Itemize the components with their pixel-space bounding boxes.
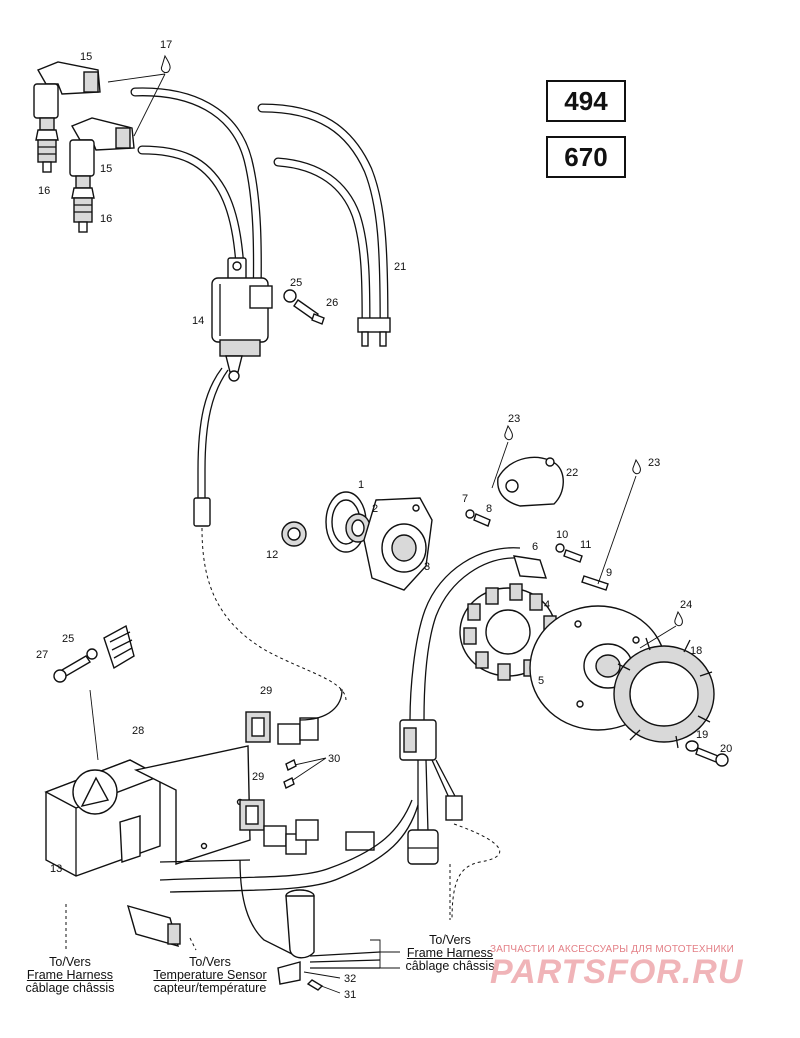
note-line: capteur/température (153, 981, 267, 995)
ring-gear (613, 637, 715, 749)
threadlocker-drop-icon (504, 424, 513, 441)
callout-25: 25 (62, 633, 74, 645)
callout-8: 8 (486, 503, 492, 515)
callout-5: 5 (538, 675, 544, 687)
model-number: 670 (564, 142, 608, 172)
callout-24: 24 (680, 599, 692, 611)
note-temperature-sensor: To/Vers Temperature Sensor capteur/tempé… (140, 956, 280, 995)
grease-drop-icon (161, 54, 171, 73)
callout-15: 15 (80, 51, 92, 63)
model-number-box-494: 494 (546, 80, 626, 122)
callout-7: 7 (462, 493, 468, 505)
spark-plug-cap-upper (33, 61, 101, 119)
screw-27 (53, 648, 98, 683)
harness-sleeve (277, 889, 381, 985)
callout-28: 28 (132, 725, 144, 737)
callout-29: 29 (252, 771, 264, 783)
note-line: câblage châssis (405, 959, 495, 973)
note-line: To/Vers (189, 955, 231, 969)
note-line: Frame Harness (26, 968, 114, 982)
harness-connector (345, 831, 375, 851)
screw-9 (581, 575, 609, 591)
spark-plug-cap-lower (69, 117, 135, 177)
callout-16: 16 (38, 185, 50, 197)
callout-9: 9 (606, 567, 612, 579)
note-line: To/Vers (429, 933, 471, 947)
screw-20 (695, 747, 729, 767)
watermark: ЗАПЧАСТИ И АКСЕССУАРЫ ДЛЯ МОТОТЕХНИКИ PA… (490, 944, 790, 992)
callout-16: 16 (100, 213, 112, 225)
callout-23: 23 (508, 413, 520, 425)
note-line: câblage châssis (25, 981, 115, 995)
temperature-sensor-connector (126, 904, 181, 948)
spark-plug-lower (71, 175, 95, 233)
callout-15: 15 (100, 163, 112, 175)
callout-29: 29 (260, 685, 272, 697)
note-frame-harness-left: To/Vers Frame Harness câblage châssis (20, 956, 120, 995)
callout-11: 11 (580, 539, 591, 551)
callout-6: 6 (532, 541, 538, 553)
stator-harness (399, 547, 521, 865)
model-number-box-670: 670 (546, 136, 626, 178)
screw-8 (473, 513, 491, 527)
callout-14: 14 (192, 315, 204, 327)
note-line: Temperature Sensor (153, 968, 267, 982)
coil-connector (193, 497, 211, 527)
callout-27: 27 (36, 649, 48, 661)
screw-11 (563, 549, 583, 563)
callout-10: 10 (556, 529, 568, 541)
callout-17: 17 (160, 39, 172, 51)
callout-31: 31 (344, 989, 356, 1001)
callout-19: 19 (696, 729, 708, 741)
note-line: To/Vers (49, 955, 91, 969)
washer-7 (465, 509, 475, 519)
callout-3: 3 (424, 561, 430, 573)
harness-plug (445, 795, 463, 821)
ground-bracket (103, 624, 135, 670)
watermark-brand: PARTSFOR.RU (490, 953, 744, 991)
bushing-12 (281, 521, 307, 547)
callout-2: 2 (372, 503, 378, 515)
callout-21: 21 (394, 261, 406, 273)
callout-25: 25 (290, 277, 302, 289)
ignition-coil (211, 257, 273, 382)
screw-26 (283, 289, 325, 325)
harness-grommet (407, 829, 439, 865)
seal-2 (345, 513, 371, 543)
washer-10 (555, 543, 565, 553)
callout-20: 20 (720, 743, 732, 755)
callout-26: 26 (326, 297, 338, 309)
bearing-housing (363, 497, 433, 591)
ignition-module (44, 759, 162, 877)
callout-22: 22 (566, 467, 578, 479)
watermark-tagline: ЗАПЧАСТИ И АКСЕССУАРЫ ДЛЯ МОТОТЕХНИКИ (490, 944, 735, 955)
model-number: 494 (564, 86, 608, 116)
tie-31 (306, 979, 324, 991)
connector-holder-29-lower (239, 799, 319, 855)
wire-clip-21 (357, 317, 391, 333)
callout-12: 12 (266, 549, 278, 561)
connector-holder-29-upper (245, 711, 319, 745)
callout-32: 32 (344, 973, 356, 985)
grease-drop-icon (674, 610, 683, 627)
callout-23: 23 (648, 457, 660, 469)
stator (459, 555, 557, 681)
washer-19 (685, 740, 699, 752)
callout-13: 13 (50, 863, 62, 875)
note-line: Frame Harness (406, 946, 494, 960)
note-frame-harness-right: To/Vers Frame Harness câblage châssis (398, 934, 502, 973)
callout-4: 4 (544, 599, 550, 611)
callout-1: 1 (358, 479, 364, 491)
cover-22 (497, 456, 564, 507)
callout-30: 30 (328, 753, 340, 765)
threadlocker-drop-icon (632, 458, 641, 475)
callout-labels: 1 2 3 4 5 6 7 8 9 10 11 12 13 14 15 15 1… (36, 39, 732, 1001)
callout-18: 18 (690, 645, 702, 657)
spark-plug-upper (35, 117, 59, 173)
